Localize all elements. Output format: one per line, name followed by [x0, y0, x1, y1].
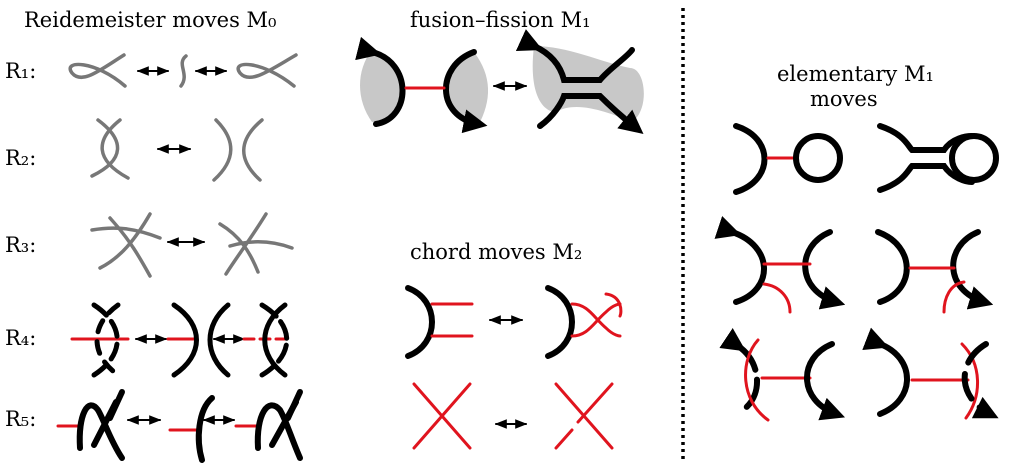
elementary-title-line1: elementary M₁ — [777, 62, 934, 86]
row-label-r3: R₃: — [5, 233, 37, 257]
r1-move — [68, 53, 298, 88]
r3-move — [90, 212, 294, 278]
elementary-row-1 — [733, 123, 999, 195]
elementary-row-3 — [719, 327, 999, 422]
reidemeister-title: Reidemeister moves M₀ — [24, 8, 277, 32]
r4-move — [70, 302, 294, 378]
row-label-r2: R₂: — [5, 146, 37, 170]
r5-move — [56, 389, 303, 463]
elementary-row-2 — [714, 216, 994, 314]
chord-moves-title: chord moves M₂ — [410, 240, 583, 264]
row-label-r4: R₄: — [5, 326, 37, 350]
r2-move — [90, 118, 264, 182]
row-label-r1: R₁: — [5, 59, 37, 83]
row-label-r5: R₅: — [5, 407, 37, 431]
chord-moves — [405, 285, 623, 450]
fusion-fission-move — [355, 29, 644, 134]
elementary-title-line2: moves — [810, 87, 878, 111]
fusion-fission-title: fusion–fission M₁ — [410, 8, 591, 32]
